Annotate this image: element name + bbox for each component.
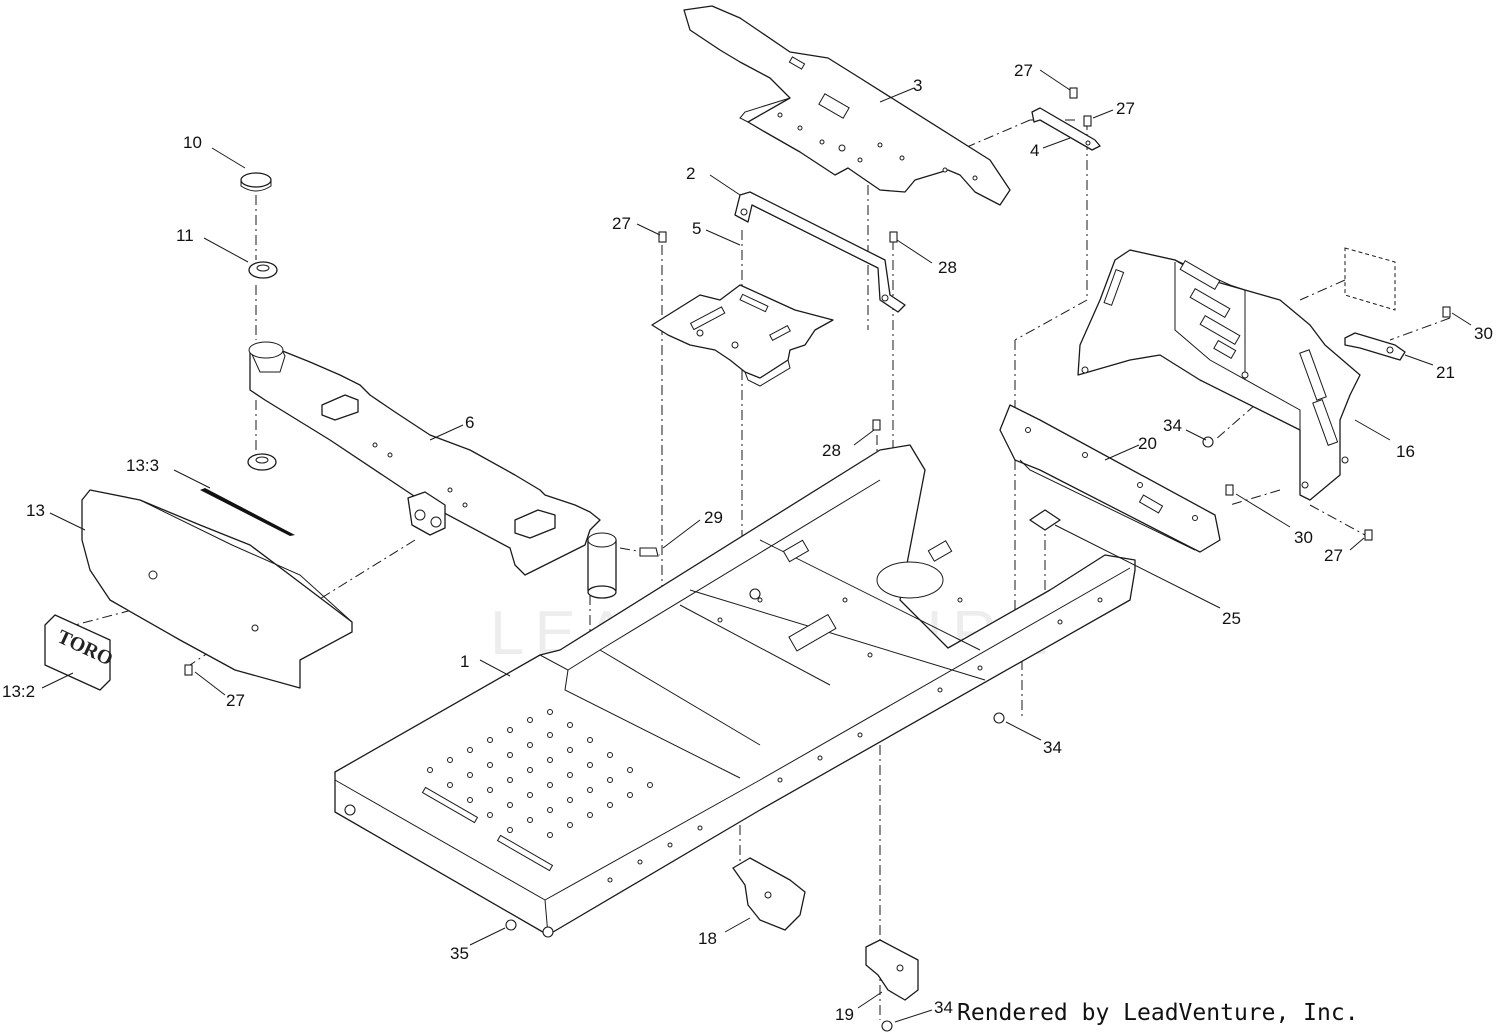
callout-6: 6 [465,413,474,432]
leader-lines [41,69,1472,1023]
frame-floor-perforations [427,709,653,838]
part-21-mount-plate [1344,332,1406,361]
part-13-2-toro-decal: TORO [44,614,116,691]
part-18-lower-bracket [732,857,806,931]
part-25-label [1029,509,1061,531]
callout-21: 21 [1436,363,1455,382]
part-11-lower-bearing [247,453,277,471]
part-5-mounting-plate [651,284,834,387]
part-1-main-frame [334,444,1136,938]
callout-28-top: 28 [938,258,957,277]
callout-19: 19 [835,1005,854,1024]
callout-13: 13 [26,501,45,520]
part-13-3-decal-stripe [200,488,295,536]
callout-28-mid: 28 [822,441,841,460]
part-16-seat-support [1077,247,1396,501]
callout-34-mid: 34 [1043,738,1062,757]
callout-labels: 1 2 3 4 5 6 10 11 13 13:2 13:3 16 18 19 … [2,61,1493,1024]
callout-27-cover: 27 [226,691,245,710]
part-13-front-cover [81,489,353,689]
callout-34-bottom: 34 [934,998,953,1017]
callout-30-top: 30 [1474,324,1493,343]
hardware [184,87,1451,1032]
callout-13-3: 13:3 [126,456,159,475]
render-credit: Rendered by LeadVenture, Inc. [957,1000,1359,1026]
callout-35: 35 [450,944,469,963]
callout-27-top: 27 [1014,61,1033,80]
callout-27-plate: 27 [612,214,631,233]
callout-2: 2 [686,164,695,183]
part-11-bearing [248,261,278,279]
callout-29: 29 [704,508,723,527]
part-6-front-axle [248,341,617,599]
callout-30-mid: 30 [1294,528,1313,547]
callout-27-right: 27 [1324,546,1343,565]
callout-27-bracket: 27 [1116,99,1135,118]
callout-25: 25 [1222,609,1241,628]
callout-3: 3 [913,76,922,95]
part-19-lower-bracket [865,939,919,1001]
callout-4: 4 [1030,141,1039,160]
callout-13-2: 13:2 [2,682,35,701]
callout-20: 20 [1138,434,1157,453]
callout-18: 18 [698,929,717,948]
callout-11: 11 [176,226,194,245]
part-20-rear-bracket [999,404,1221,553]
callout-1: 1 [460,652,469,671]
callout-5: 5 [692,219,701,238]
part-3-seat-mount-plate [683,5,1011,206]
part-4-small-bracket [1031,107,1101,151]
callout-10: 10 [183,133,202,152]
callout-16: 16 [1396,442,1415,461]
callout-34-top: 34 [1163,416,1182,435]
part-2-curved-bracket [734,191,906,313]
frame-rail-holes [607,597,1103,883]
part-10-dust-cap [240,172,272,192]
